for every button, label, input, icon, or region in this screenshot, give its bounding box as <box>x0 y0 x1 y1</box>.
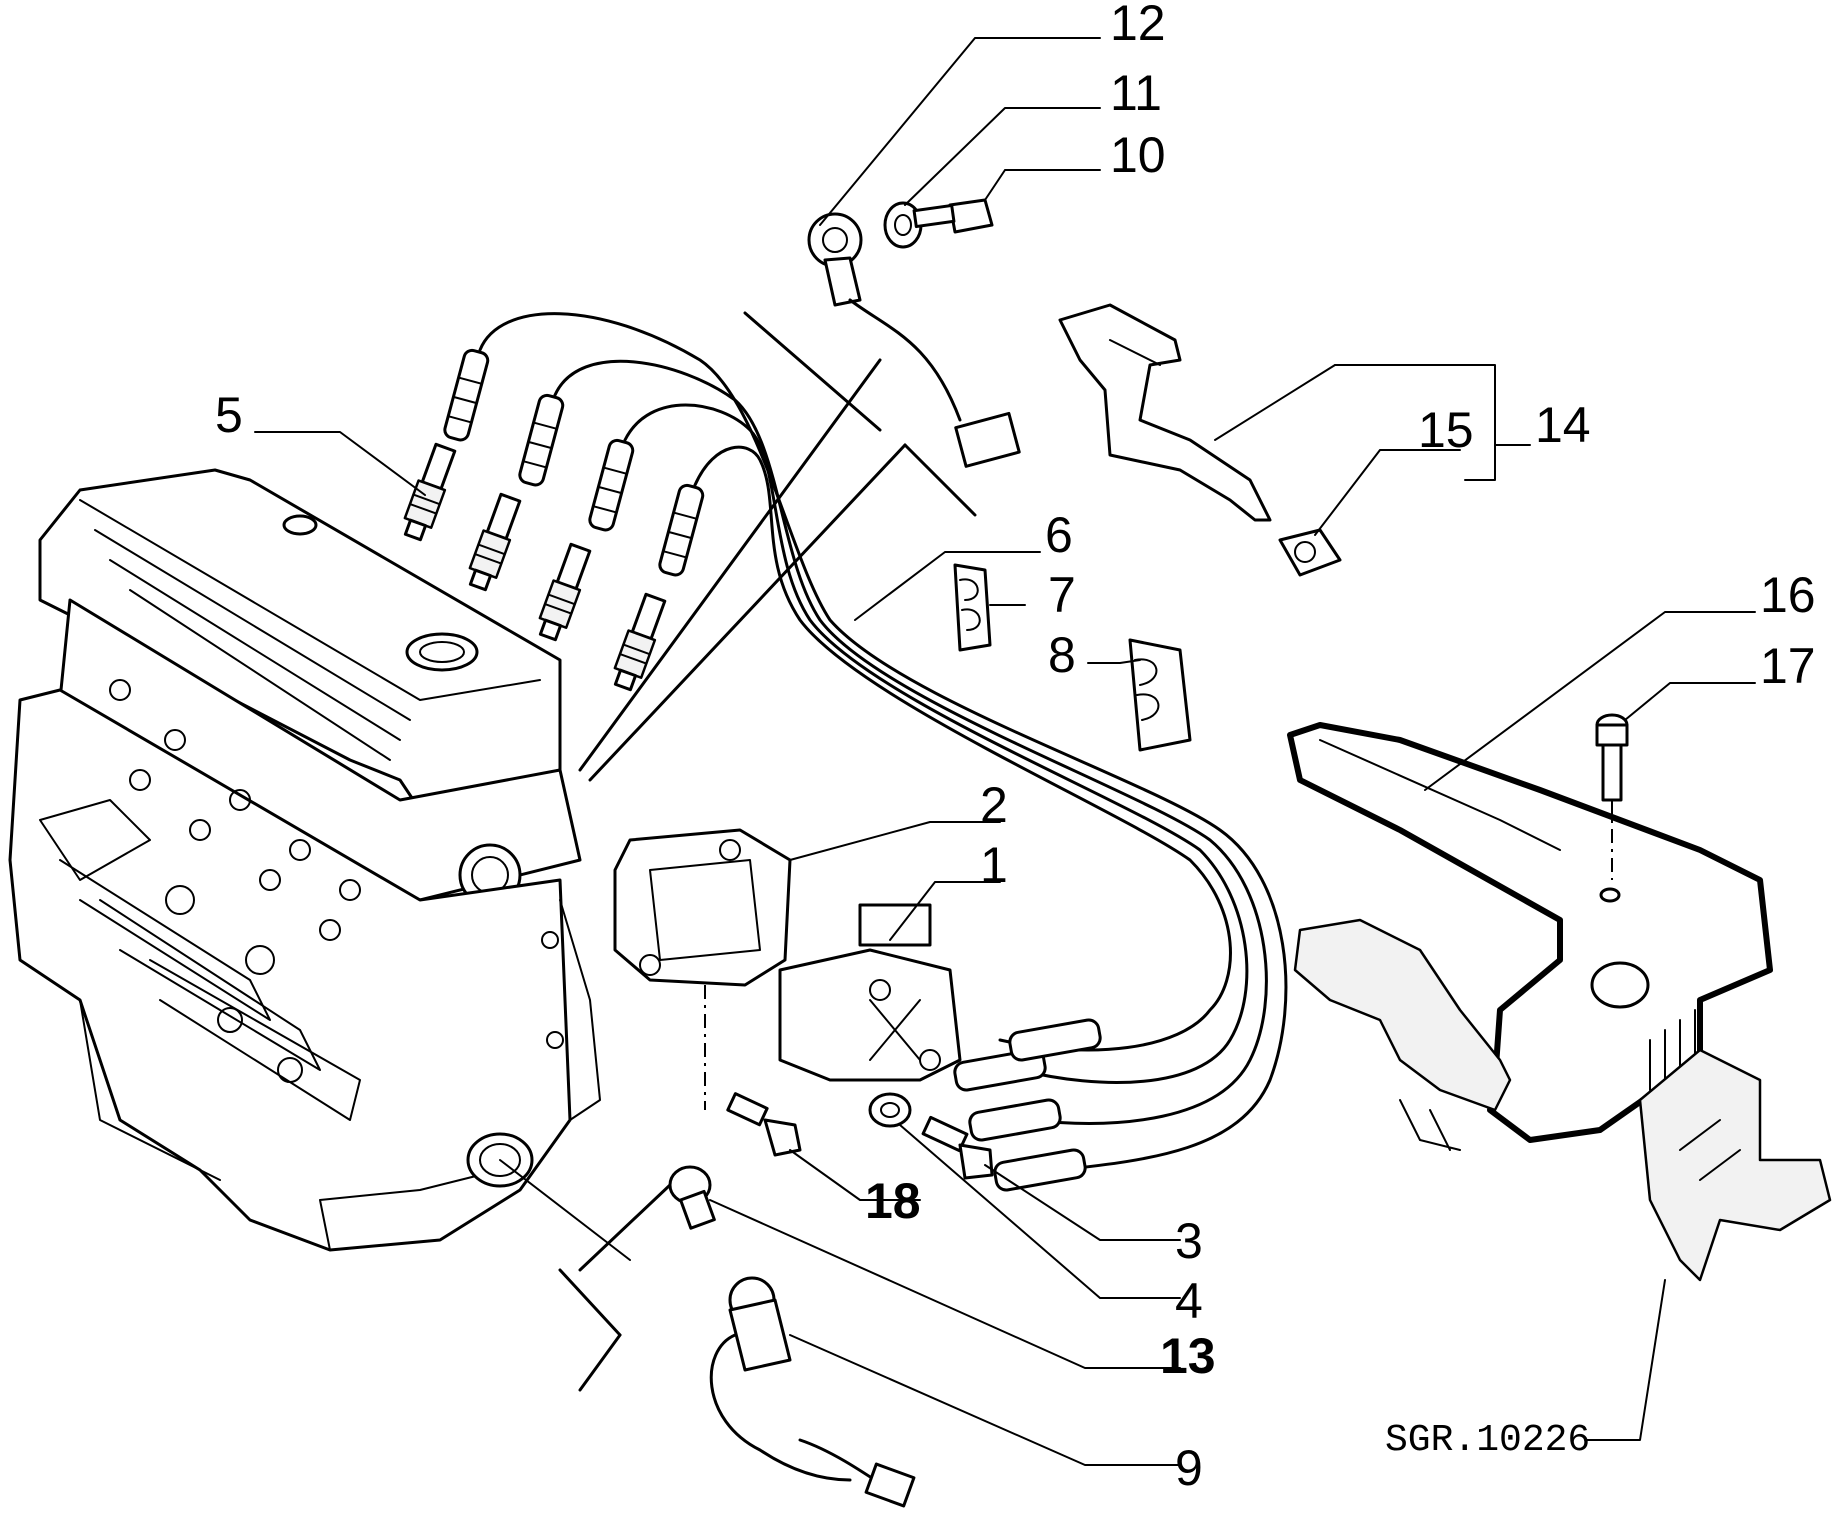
callout-1: 1 <box>980 837 1008 893</box>
callout-9: 9 <box>1175 1440 1203 1496</box>
rpm-sensor <box>709 1276 916 1508</box>
heat-shield <box>1287 722 1773 1143</box>
sensor-bracket <box>1058 303 1272 522</box>
callout-14: 14 <box>1535 397 1591 453</box>
callout-labels: 12 11 10 5 14 15 6 7 8 16 17 2 1 18 3 4 … <box>215 0 1816 1496</box>
callout-2: 2 <box>980 777 1008 833</box>
washer-4 <box>868 1092 912 1128</box>
bolt-10 <box>912 198 994 234</box>
callout-5: 5 <box>215 387 243 443</box>
coil-bracket <box>613 828 792 987</box>
callout-15: 15 <box>1418 402 1474 458</box>
cut-marks <box>558 311 977 1392</box>
leader-lines <box>254 37 1756 1466</box>
ht-leads <box>443 312 1288 1192</box>
washer-11 <box>883 201 923 249</box>
callout-11: 11 <box>1110 65 1162 121</box>
clip-15 <box>1278 528 1342 577</box>
callout-4: 4 <box>1175 1273 1203 1329</box>
callout-10: 10 <box>1110 127 1166 183</box>
spark-plugs <box>403 442 667 692</box>
lead-clip-7 <box>953 563 992 652</box>
bolt-18 <box>726 1092 802 1157</box>
callout-3: 3 <box>1175 1213 1203 1269</box>
lead-clip-8 <box>1128 638 1192 752</box>
callout-8: 8 <box>1048 627 1076 683</box>
engine-block <box>8 468 601 1252</box>
ignition-coil <box>778 903 962 1082</box>
manifold-bracket <box>1293 918 1832 1282</box>
knock-sensor <box>807 212 1021 468</box>
callout-18: 18 <box>865 1173 921 1229</box>
callout-12: 12 <box>1110 0 1166 51</box>
callout-17: 17 <box>1760 638 1816 694</box>
bolt-17 <box>1595 713 1629 903</box>
figure-reference-code: SGR.10226 <box>1385 1419 1590 1462</box>
callout-16: 16 <box>1760 567 1816 623</box>
callout-13: 13 <box>1160 1328 1216 1384</box>
bolt-3 <box>921 1115 994 1180</box>
bolt-13 <box>668 1165 716 1230</box>
callout-7: 7 <box>1048 567 1076 623</box>
callout-6: 6 <box>1045 507 1073 563</box>
